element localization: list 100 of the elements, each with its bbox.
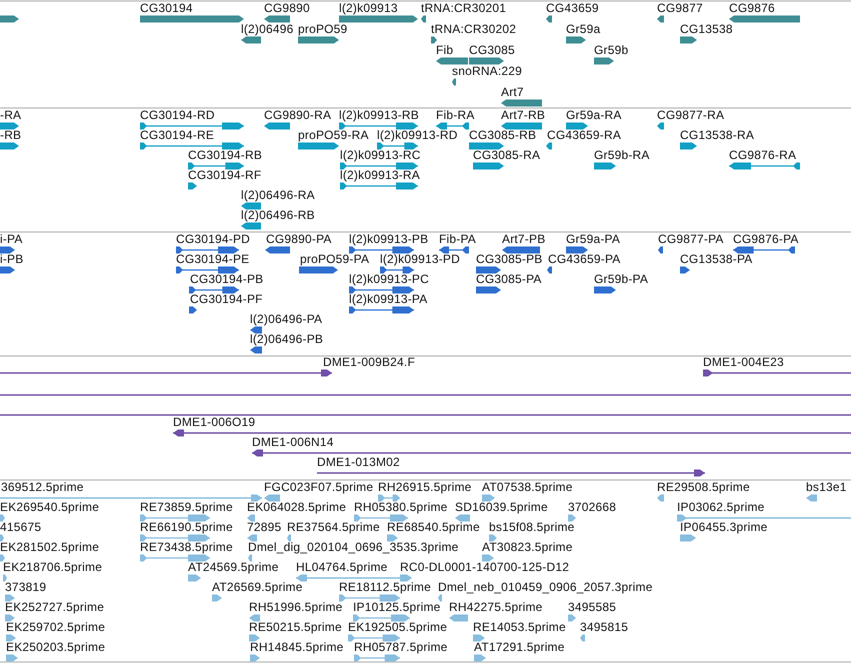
feature-label: 373819 [5, 580, 46, 594]
feature-label: l(2)k09913-RA [340, 168, 420, 182]
feature-label: RC0-DL0001-140700-125-D12 [400, 560, 570, 574]
feature-label: DME1-006N14 [252, 435, 334, 449]
feature-label: CG9890 [264, 1, 310, 15]
feature-label: l(2)06496-RA [241, 188, 315, 202]
feature-label: Gr59b-PA [594, 272, 648, 286]
feature-label: i-PA [0, 232, 23, 246]
feature-label: CG3085-PB [476, 252, 542, 266]
feature-label: CG9890-RA [264, 108, 332, 122]
feature-label: CG3085-PA [476, 272, 542, 286]
feature-label: l(2)06496-RB [241, 208, 315, 222]
feature-label: DME1-009B24.F [323, 355, 415, 369]
feature-label: HL04764.5prime [296, 560, 388, 574]
feature-label: EK269540.5prime [0, 500, 100, 514]
feature-label: tRNA:CR30202 [431, 22, 516, 36]
feature-label: -RA [0, 108, 22, 122]
feature-label: EK218706.5prime [3, 560, 102, 574]
feature-label: EK252727.5prime [5, 600, 104, 614]
feature-label: bs15f08.5prime [489, 520, 575, 534]
feature-label: l(2)k09913-RB [339, 108, 419, 122]
feature-label: bs13e1 [806, 480, 847, 494]
feature-label: CG30194-RE [140, 128, 214, 142]
feature-label: Dmel_dig_020104_0696_3535.3prime [248, 540, 459, 554]
feature-label: IP10125.5prime [353, 600, 441, 614]
feature-label: CG9890-PA [266, 232, 332, 246]
feature-label: Art7 [501, 85, 524, 99]
feature-label: SD16039.5prime [455, 500, 548, 514]
feature-label: RH14845.5prime [250, 640, 344, 654]
feature-label: IP06455.3prime [680, 520, 768, 534]
feature-label: FGC023F07.5prime [264, 480, 374, 494]
feature-label: DME1-004E23 [703, 355, 784, 369]
feature-label: Fib-PA [439, 232, 476, 246]
feature-label: EK281502.5prime [0, 540, 100, 554]
feature-label: Gr59a-RA [566, 108, 622, 122]
feature-label: Gr59a [566, 22, 600, 36]
feature-label: CG9876 [729, 1, 775, 15]
feature-label: tRNA:CR30201 [421, 1, 506, 15]
feature-label: CG30194-RD [140, 108, 215, 122]
feature-label: Art7-RB [501, 108, 546, 122]
feature-label: l(2)k09913-RD [377, 128, 458, 142]
feature-label: Fib [436, 43, 454, 57]
feature-label: CG9876-PA [733, 232, 799, 246]
feature-label: l(2)k09913-RC [340, 148, 421, 162]
feature-label: RH05787.5prime [354, 640, 448, 654]
feature-label: CG9877-PA [658, 232, 724, 246]
feature-label: AT30823.5prime [482, 540, 573, 554]
feature-label: CG30194-PB [190, 272, 264, 286]
feature-label: RE73859.5prime [140, 500, 233, 514]
feature-label: AT17291.5prime [474, 640, 565, 654]
feature-label: RE37564.5prime [287, 520, 380, 534]
feature-label: Gr59b-RA [594, 148, 650, 162]
feature-label: CG9876-RA [729, 148, 796, 162]
feature-label: Gr59b [594, 43, 628, 57]
feature-label: Art7-PB [502, 232, 546, 246]
feature-label: CG30194-RF [188, 168, 262, 182]
feature-label: i-PB [0, 252, 24, 266]
feature-label: Dmel_neb_010459_0906_2057.3prime [438, 580, 653, 594]
feature-label: CG9877 [657, 1, 703, 15]
feature-label: l(2)k09913-PD [380, 252, 460, 266]
feature-label: RE73438.5prime [140, 540, 233, 554]
feature-label: l(2)k09913-PC [349, 272, 429, 286]
feature-label: RH51996.5prime [249, 600, 343, 614]
feature-label: RH26915.5prime [378, 480, 472, 494]
feature-label: DME1-006O19 [173, 415, 256, 429]
feature-label: 72895 [247, 520, 282, 534]
feature-label: CG13538-PA [680, 252, 752, 266]
feature-label: proPO59-PA [300, 252, 370, 266]
feature-label: l(2)k09913-PB [349, 232, 428, 246]
feature-label: CG3085-RA [473, 148, 540, 162]
feature-label: CG13538-RA [680, 128, 754, 142]
feature-label: -RB [0, 128, 22, 142]
feature-label: CG43659-PA [548, 252, 620, 266]
feature-label: snoRNA:229 [452, 64, 522, 78]
feature-label: proPO59 [298, 22, 348, 36]
feature-label: 3702668 [568, 500, 616, 514]
feature-label: Fib-RA [436, 108, 475, 122]
feature-label: CG43659-RA [547, 128, 622, 142]
feature-label: CG13538 [680, 22, 733, 36]
feature-label: CG30194-RB [188, 148, 262, 162]
feature-label: CG30194-PF [190, 292, 263, 306]
feature-label: AT24569.5prime [188, 560, 279, 574]
feature-label: CG43659 [546, 1, 599, 15]
feature-label: EK250203.5prime [6, 640, 106, 654]
feature-label: IP03062.5prime [677, 500, 765, 514]
feature-label: 3495585 [568, 600, 616, 614]
feature-label: l(2)k09913 [339, 1, 398, 15]
feature-label: l(2)06496-PB [250, 332, 324, 346]
feature-label: CG30194 [140, 1, 193, 15]
feature-label: RE68540.5prime [387, 520, 480, 534]
feature-label: Gr59a-PA [566, 232, 620, 246]
feature-label: CG3085 [469, 43, 515, 57]
feature-label: RE66190.5prime [140, 520, 233, 534]
feature-label: l(2)k09913-PA [349, 292, 428, 306]
feature-label: proPO59-RA [298, 128, 369, 142]
feature-label: RH42275.5prime [449, 600, 543, 614]
feature-label: 3495815 [580, 620, 628, 634]
feature-label: AT26569.5prime [212, 580, 303, 594]
feature-label: AT07538.5prime [482, 480, 573, 494]
feature-label: RH05380.5prime [354, 500, 448, 514]
